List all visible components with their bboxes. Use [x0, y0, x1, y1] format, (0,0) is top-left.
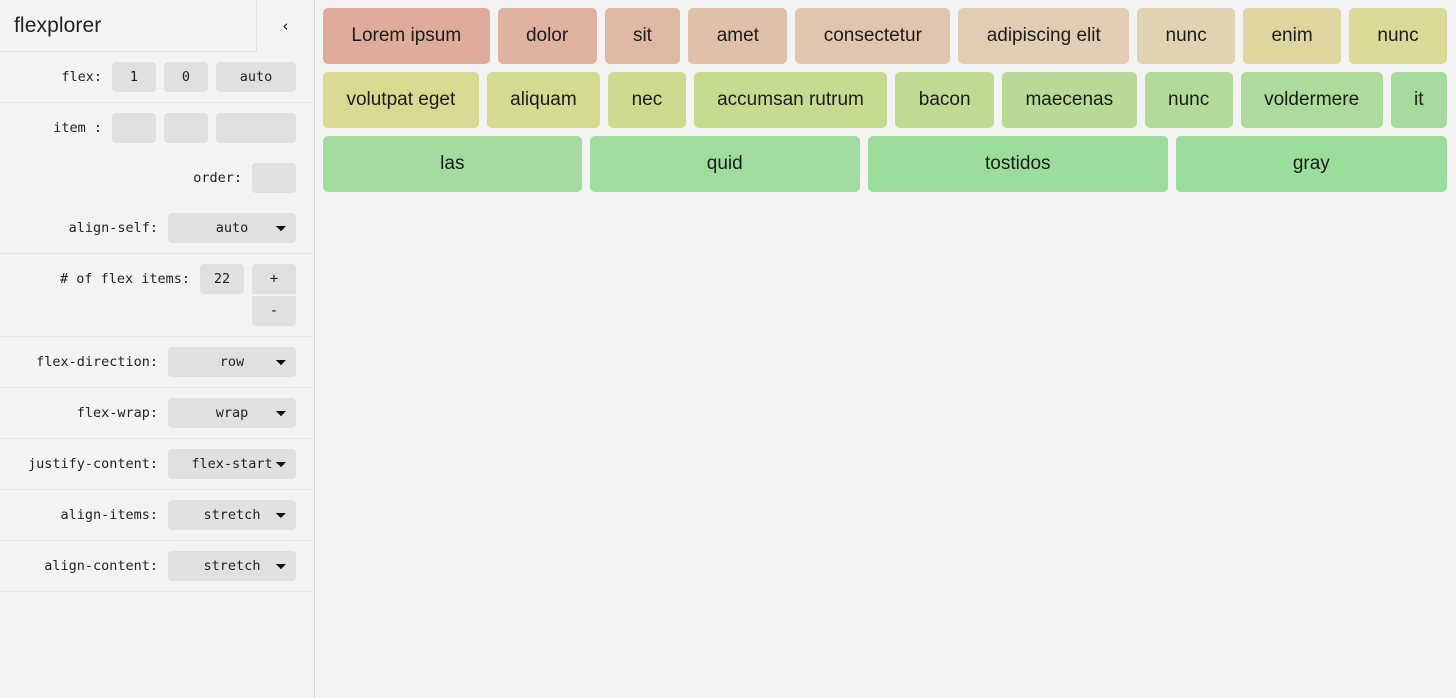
flex-item-label: enim [1271, 25, 1313, 46]
chevron-left-icon[interactable]: ‹ [256, 0, 314, 52]
flex-item[interactable]: aliquam [486, 72, 601, 128]
flex-item[interactable]: dolor [497, 8, 597, 64]
flex-direction-select[interactable]: rowrow-reversecolumncolumn-reverse [168, 347, 296, 377]
flex-item-label: aliquam [510, 89, 577, 110]
flex-item-label: bacon [918, 89, 971, 110]
flex-direction-label: flex-direction: [36, 354, 158, 370]
flex-item-label: nunc [1165, 25, 1207, 46]
item-grow-input[interactable] [112, 113, 156, 143]
flex-item-label: Lorem ipsum [351, 25, 462, 46]
flex-wrap-label: flex-wrap: [76, 405, 158, 421]
flex-item[interactable]: adipiscing elit [958, 8, 1130, 64]
align-self-select[interactable]: autoflex-startflex-endcenterbaselinestre… [168, 213, 296, 243]
order-input[interactable] [252, 163, 296, 193]
flex-wrap-fields: nowrapwrapwrap-reverse [168, 398, 296, 428]
flex-item[interactable]: maecenas [1002, 72, 1137, 128]
item-count-label: # of flex items: [59, 271, 190, 287]
item-count-stepper: + - [252, 264, 296, 326]
flex-item-label: tostidos [985, 153, 1051, 174]
decrement-button[interactable]: - [252, 296, 296, 326]
flex-item-label: consectetur [823, 25, 922, 46]
order-fields [252, 163, 296, 193]
justify-content-select[interactable]: flex-startflex-endcenterspace-betweenspa… [168, 449, 296, 479]
flex-item[interactable]: nunc [1349, 8, 1447, 64]
flex-item-label: nec [631, 89, 663, 110]
flex-item[interactable]: it [1390, 72, 1447, 128]
order-label: order: [193, 170, 242, 186]
align-items-fields: stretchflex-startflex-endcenterbaseline [168, 500, 296, 530]
flex-item-label: volutpat eget [346, 89, 456, 110]
control-row-order: order: [0, 153, 314, 203]
flex-item-label: adipiscing elit [986, 25, 1101, 46]
control-row-flex-wrap: flex-wrap: nowrapwrapwrap-reverse [0, 388, 314, 439]
flex-item[interactable]: accumsan rutrum [693, 72, 888, 128]
align-self-label: align-self: [68, 220, 158, 236]
item-basis-input[interactable] [216, 113, 296, 143]
flex-item-label: it [1414, 89, 1424, 110]
align-content-select[interactable]: stretchflex-startflex-endcenterspace-bet… [168, 551, 296, 581]
flex-item[interactable]: nunc [1144, 72, 1233, 128]
flex-item-label: sit [632, 25, 652, 46]
flex-item[interactable]: amet [688, 8, 788, 64]
flex-item[interactable]: quid [589, 136, 860, 192]
flex-item-label: amet [716, 25, 759, 46]
control-row-flex-direction: flex-direction: rowrow-reversecolumncolu… [0, 337, 314, 388]
flex-item[interactable]: enim [1243, 8, 1342, 64]
align-items-label: align-items: [60, 507, 158, 523]
flex-item[interactable]: voldermere [1240, 72, 1383, 128]
flex-item-label: quid [706, 153, 743, 174]
flex-item[interactable]: nec [608, 72, 686, 128]
control-row-justify-content: justify-content: flex-startflex-endcente… [0, 439, 314, 490]
page-title: flexplorer [14, 13, 102, 37]
control-row-align-self: align-self: autoflex-startflex-endcenter… [0, 203, 314, 254]
item-label: item : [53, 120, 102, 136]
align-self-fields: autoflex-startflex-endcenterbaselinestre… [168, 213, 296, 243]
flex-item[interactable]: consectetur [795, 8, 951, 64]
flex-item-label: nunc [1168, 89, 1210, 110]
control-row-flex: flex: [0, 52, 314, 103]
flex-basis-input[interactable] [216, 62, 296, 92]
flex-item[interactable]: nunc [1137, 8, 1236, 64]
flex-item[interactable]: gray [1175, 136, 1447, 192]
flex-item[interactable]: las [323, 136, 582, 192]
item-shrink-input[interactable] [164, 113, 208, 143]
flex-item-label: nunc [1377, 25, 1419, 46]
flex-fields [112, 62, 296, 92]
flex-item[interactable]: tostidos [867, 136, 1168, 192]
control-row-item: item : [0, 103, 314, 153]
flex-grow-input[interactable] [112, 62, 156, 92]
item-fields [112, 113, 296, 143]
flex-canvas: Lorem ipsum dolor sit amet consectetur adipis… [315, 0, 1456, 698]
justify-content-fields: flex-startflex-endcenterspace-betweenspa… [168, 449, 296, 479]
flex-container: Lorem ipsum dolor sit amet consectetur adipis… [315, 8, 1455, 200]
flex-item-label: maecenas [1025, 89, 1114, 110]
justify-content-label: justify-content: [27, 456, 158, 472]
flex-item-label: accumsan rutrum [717, 89, 864, 110]
flex-item-label: voldermere [1264, 89, 1360, 110]
control-row-align-content: align-content: stretchflex-startflex-end… [0, 541, 314, 592]
sidebar: flexplorer ‹ flex: item : order: [0, 0, 315, 698]
control-row-align-items: align-items: stretchflex-startflex-endce… [0, 490, 314, 541]
flex-direction-fields: rowrow-reversecolumncolumn-reverse [168, 347, 296, 377]
flex-item[interactable]: bacon [895, 72, 995, 128]
flex-label: flex: [61, 69, 102, 85]
flex-item[interactable]: Lorem ipsum [323, 8, 490, 64]
flex-item-label: gray [1292, 153, 1330, 174]
item-count-fields: + - [200, 264, 296, 326]
sidebar-header: flexplorer ‹ [0, 0, 314, 52]
align-content-label: align-content: [44, 558, 158, 574]
flex-item-label: las [440, 153, 465, 174]
align-content-fields: stretchflex-startflex-endcenterspace-bet… [168, 551, 296, 581]
flex-wrap-select[interactable]: nowrapwrapwrap-reverse [168, 398, 296, 428]
control-row-item-count: # of flex items: + - [0, 254, 314, 337]
flex-shrink-input[interactable] [164, 62, 208, 92]
increment-button[interactable]: + [252, 264, 296, 294]
flex-item[interactable]: volutpat eget [323, 72, 479, 128]
flex-item-label: dolor [525, 25, 569, 46]
item-count-input[interactable] [200, 264, 244, 294]
align-items-select[interactable]: stretchflex-startflex-endcenterbaseline [168, 500, 296, 530]
flex-item[interactable]: sit [604, 8, 681, 64]
